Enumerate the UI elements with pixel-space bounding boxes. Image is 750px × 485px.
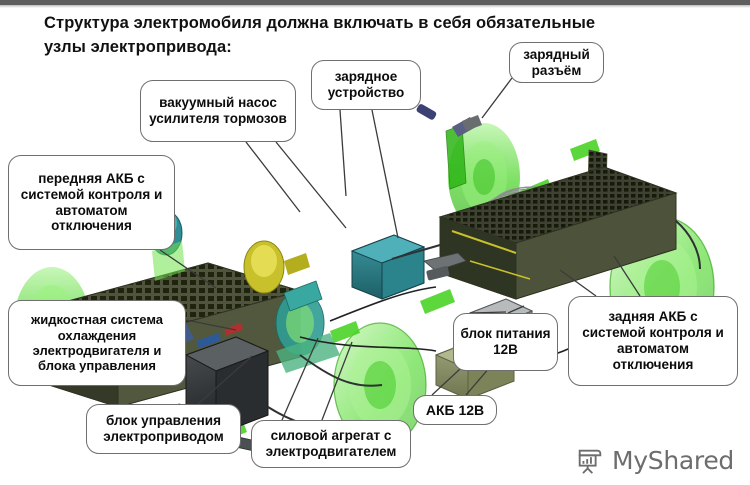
callout-psu-12v[interactable]: блок питания 12В bbox=[453, 313, 558, 371]
callout-battery-12v[interactable]: АКБ 12В bbox=[413, 395, 497, 425]
vacuum-pump-unit bbox=[243, 240, 310, 294]
callout-rear-battery[interactable]: задняя АКБ с системой контроля и автомат… bbox=[568, 296, 738, 386]
callout-powertrain[interactable]: силовой агрегат с электродвигателем bbox=[251, 420, 411, 468]
presentation-board-icon bbox=[578, 449, 602, 474]
callout-front-battery[interactable]: передняя АКБ с системой контроля и автом… bbox=[8, 155, 175, 250]
slide-title-line-2: узлы электропривода: bbox=[44, 37, 232, 56]
watermark-text: MyShared bbox=[612, 445, 734, 475]
callout-vacuum-pump[interactable]: вакуумный насос усилителя тормозов bbox=[140, 80, 296, 142]
slide-title-line-1: Структура электромобиля должна включать … bbox=[44, 14, 596, 32]
callout-drive-control-unit[interactable]: блок управления электроприводом bbox=[86, 404, 241, 454]
slide-title: Структура электромобиля должна включать … bbox=[44, 12, 704, 60]
watermark: MyShared bbox=[575, 445, 734, 475]
top-bar bbox=[0, 0, 750, 5]
top-bar-shadow bbox=[0, 5, 750, 8]
charge-port-assembly bbox=[416, 104, 482, 190]
callout-charge-plug[interactable]: зарядный разъём bbox=[509, 42, 604, 83]
charger-unit bbox=[350, 234, 426, 300]
callout-cooling-system[interactable]: жидкостная система охлаждения электродви… bbox=[8, 300, 186, 386]
powertrain-motor bbox=[275, 280, 340, 373]
callout-charger[interactable]: зарядное устройство bbox=[311, 60, 421, 110]
charger-connector-cluster bbox=[423, 252, 467, 281]
